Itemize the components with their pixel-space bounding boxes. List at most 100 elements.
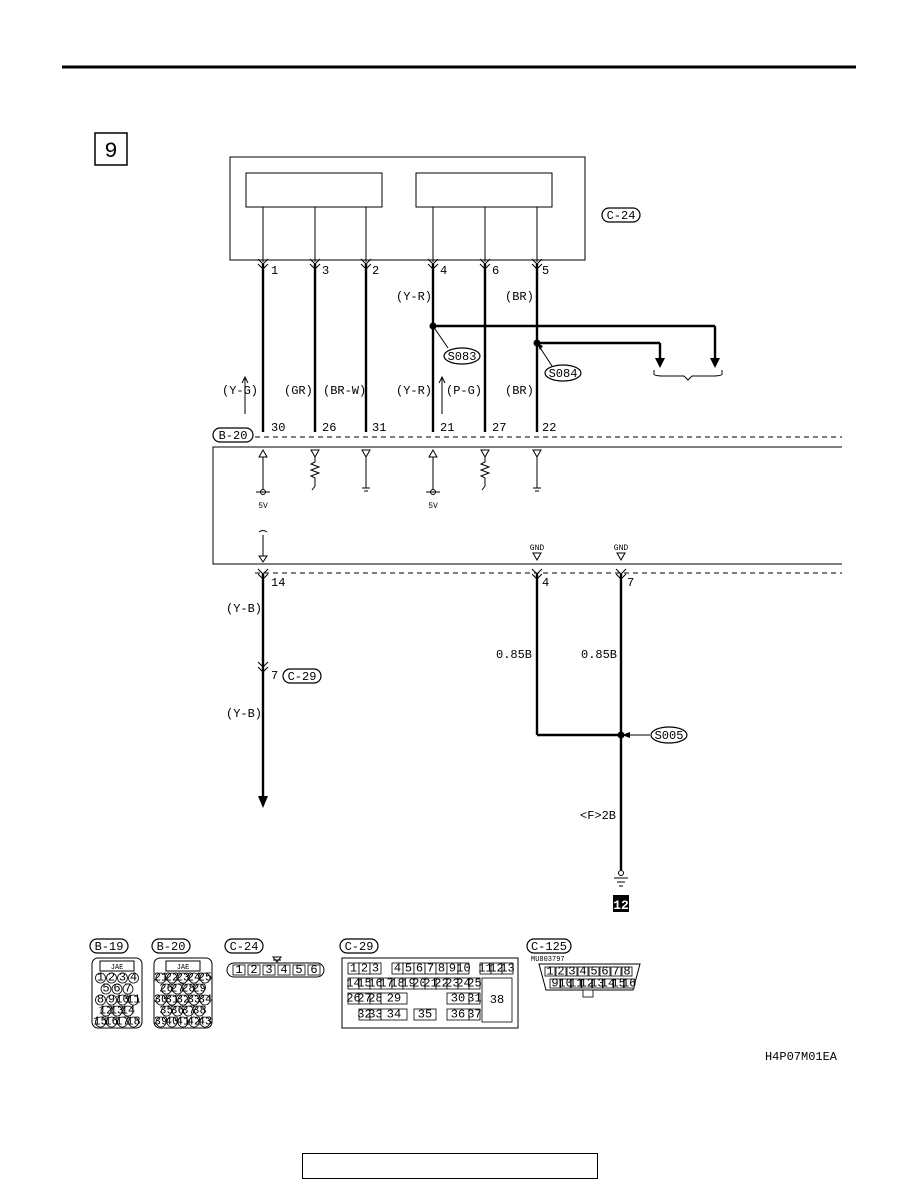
svg-text:11: 11 [569, 977, 583, 991]
b20-pin: 34 [198, 993, 212, 1007]
svg-text:16: 16 [622, 977, 636, 991]
pin-label: 14 [271, 576, 285, 590]
b20-pin: 38 [192, 1004, 206, 1018]
c125-pin: 11 [569, 977, 583, 991]
svg-text:38: 38 [192, 1004, 206, 1018]
b19-pin: 7 [122, 982, 134, 996]
c29-pin: 30 [446, 992, 470, 1006]
svg-text:B-20: B-20 [219, 429, 248, 443]
b19-pin: 15 [93, 1015, 107, 1029]
svg-text:13: 13 [500, 962, 514, 976]
c29-pin: 13 [500, 962, 514, 976]
svg-text:1: 1 [235, 963, 242, 977]
b20-pin: 37 [181, 1004, 195, 1018]
svg-text:2: 2 [557, 965, 564, 979]
b19-pin: 1 [95, 971, 106, 985]
svg-text:2: 2 [108, 971, 115, 985]
footer-page-box [302, 1153, 598, 1179]
svg-text:4: 4 [394, 962, 401, 976]
b19-pin: 13 [110, 1004, 124, 1018]
b20-pin: 42 [187, 1015, 201, 1029]
c29-pin: 31 [467, 992, 481, 1006]
bottom-pin-chevrons [257, 568, 627, 580]
svg-text:30: 30 [154, 993, 168, 1007]
svg-text:14: 14 [346, 977, 360, 991]
c29-pin: 33 [368, 1008, 382, 1022]
b19-pin: 3 [117, 971, 128, 985]
b19-pin: 9 [106, 993, 117, 1007]
svg-text:22: 22 [434, 977, 448, 991]
wire-color: (Y-R) [396, 384, 432, 398]
svg-text:6: 6 [601, 965, 608, 979]
c29-pin: 1 [347, 962, 360, 976]
svg-text:41: 41 [176, 1015, 190, 1029]
svg-text:10: 10 [115, 993, 129, 1007]
b19-pin: 16 [104, 1015, 118, 1029]
svg-text:2: 2 [250, 963, 257, 977]
b20-pin: 43 [198, 1015, 212, 1029]
svg-text:32: 32 [357, 1008, 371, 1022]
svg-text:6: 6 [416, 962, 423, 976]
b20-pin: 40 [165, 1015, 179, 1029]
c29-pin: 6 [413, 962, 426, 976]
svg-text:5: 5 [590, 965, 597, 979]
c29-pin: 8 [435, 962, 448, 976]
svg-text:14: 14 [121, 1004, 135, 1018]
svg-text:18: 18 [390, 977, 404, 991]
svg-text:17: 17 [115, 1015, 129, 1029]
svg-text:3: 3 [568, 965, 575, 979]
pin-label: 5 [542, 264, 549, 278]
b20-pin: 30 [154, 993, 168, 1007]
wire-color: (Y-R) [396, 290, 432, 304]
svg-text:19: 19 [401, 977, 415, 991]
splice-s005 [650, 726, 688, 744]
b19-pin: 8 [95, 993, 106, 1007]
svg-text:12: 12 [489, 962, 503, 976]
c29-pin: 29 [380, 992, 408, 1006]
svg-text:24: 24 [456, 977, 470, 991]
svg-text:29: 29 [387, 992, 401, 1006]
svg-text:35: 35 [159, 1004, 173, 1018]
c24-pin: 2 [247, 963, 261, 977]
c29-pin: 10 [456, 962, 470, 976]
svg-text:5: 5 [295, 963, 302, 977]
svg-text:38: 38 [490, 993, 504, 1007]
svg-text:28: 28 [181, 982, 195, 996]
c24-pin: 4 [277, 963, 291, 977]
ground-reference: <F>2B [580, 809, 616, 823]
svg-text:8: 8 [438, 962, 445, 976]
pin-label: 30 [271, 421, 285, 435]
c29-pin: 11 [478, 962, 492, 976]
c125-pin: 3 [566, 965, 578, 979]
svg-text:25: 25 [467, 977, 481, 991]
svg-text:21: 21 [154, 971, 168, 985]
pin-label: 4 [440, 264, 447, 278]
c125-pin: 6 [599, 965, 611, 979]
svg-text:15: 15 [357, 977, 371, 991]
svg-text:C-24: C-24 [230, 940, 259, 954]
c29-pin: 34 [380, 1008, 408, 1022]
svg-text:31: 31 [467, 992, 481, 1006]
svg-text:34: 34 [198, 993, 212, 1007]
c125-pin: 10 [558, 977, 572, 991]
b20-pin: 41 [176, 1015, 190, 1029]
figure-code: H4P07M01EA [765, 1050, 838, 1064]
connector-label-b19 [89, 938, 129, 954]
b19-pin: 17 [115, 1015, 129, 1029]
svg-text:15: 15 [611, 977, 625, 991]
svg-text:9: 9 [551, 977, 558, 991]
b19-pin: 12 [99, 1004, 113, 1018]
svg-text:16: 16 [368, 977, 382, 991]
c125-pin: 7 [610, 965, 622, 979]
pin-label: 2 [372, 264, 379, 278]
splice-s083 [443, 347, 481, 365]
c125-pin: 5 [588, 965, 600, 979]
connector-label-b20-view [151, 938, 191, 954]
svg-text:23: 23 [176, 971, 190, 985]
splice-s084 [544, 364, 582, 382]
wire-size: 0.85B [496, 648, 532, 662]
b19-pin: 14 [121, 1004, 135, 1018]
svg-text:20: 20 [412, 977, 426, 991]
pin-label: 4 [542, 576, 549, 590]
voltage-label: 5V [428, 502, 438, 511]
